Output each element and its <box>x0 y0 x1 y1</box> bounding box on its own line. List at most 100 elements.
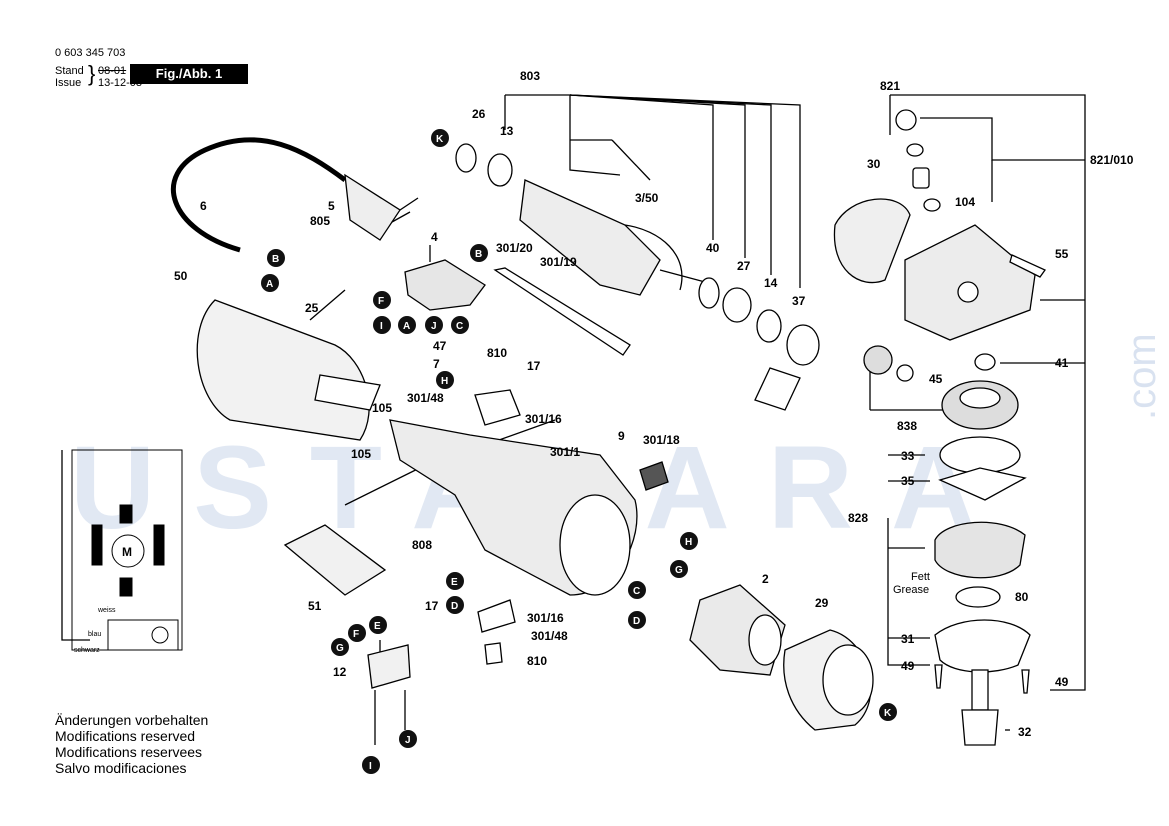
badge-h-switch: H <box>436 371 454 389</box>
label-301-20: 301/20 <box>496 241 533 255</box>
label-49-left: 49 <box>901 659 915 673</box>
connector-badges: K B A B F I A J C H H G C D K E D G F E … <box>261 129 897 774</box>
label-821: 821 <box>880 79 900 93</box>
label-104: 104 <box>955 195 975 209</box>
motor-housing <box>196 299 381 441</box>
svg-text:C: C <box>633 586 640 597</box>
label-29: 29 <box>815 596 829 610</box>
svg-text:I: I <box>369 761 372 772</box>
badge-b-holder: B <box>470 244 488 262</box>
svg-text:C: C <box>456 321 463 332</box>
label-51: 51 <box>308 599 322 613</box>
part-number: 0 603 345 703 <box>55 47 126 59</box>
badge-e-switch: E <box>446 572 464 590</box>
modification-notes: Änderungen vorbehalten Modifications res… <box>55 712 208 776</box>
label-41: 41 <box>1055 356 1069 370</box>
screws-49 <box>934 664 1030 694</box>
label-40: 40 <box>706 241 720 255</box>
filter-block <box>754 367 801 411</box>
svg-text:B: B <box>475 249 482 260</box>
cord-plug <box>344 173 419 241</box>
capacitor-51 <box>283 524 387 596</box>
badge-b-cord: B <box>267 249 285 267</box>
svg-text:G: G <box>336 643 344 654</box>
label-105-lower: 105 <box>351 447 371 461</box>
armature <box>519 179 706 296</box>
label-805: 805 <box>310 214 330 228</box>
label-14: 14 <box>764 276 778 290</box>
brace-symbol: } <box>88 61 96 86</box>
label-fett: Fett <box>911 571 930 583</box>
motor-housing-main <box>389 419 638 596</box>
label-7: 7 <box>433 357 440 371</box>
issue-label: Issue <box>55 77 82 89</box>
note-fr: Modifications reservees <box>55 744 203 760</box>
label-838: 838 <box>897 419 917 433</box>
bevel-gear-small <box>863 345 914 382</box>
badge-j-bottom: J <box>399 730 417 748</box>
svg-text:A: A <box>266 279 273 290</box>
badge-i-bottom: I <box>362 756 380 774</box>
label-grease: Grease <box>893 584 929 596</box>
svg-text:E: E <box>451 577 458 588</box>
svg-text:G: G <box>675 565 683 576</box>
label-808: 808 <box>412 538 432 552</box>
svg-text:F: F <box>378 296 384 307</box>
note-en: Modifications reserved <box>55 728 196 744</box>
label-301-18: 301/18 <box>643 433 680 447</box>
svg-text:I: I <box>380 321 383 332</box>
svg-text:B: B <box>272 254 279 265</box>
label-27: 27 <box>737 259 751 273</box>
wire-weiss: weiss <box>97 607 116 614</box>
label-105-upper: 105 <box>372 401 392 415</box>
label-5: 5 <box>328 199 335 213</box>
spindle-32 <box>961 669 999 746</box>
svg-text:H: H <box>685 537 692 548</box>
air-guide-ring <box>783 629 874 731</box>
switch-parts <box>474 389 521 665</box>
bevel-gear-large <box>941 380 1019 430</box>
badge-d-field: D <box>628 611 646 629</box>
switch-slide <box>639 461 669 491</box>
badge-g-cap: G <box>331 638 349 656</box>
note-es: Salvo modificaciones <box>55 760 187 776</box>
svg-text:H: H <box>441 376 448 387</box>
part-labels: 803 26 13 3/50 821 30 821/010 104 55 6 5… <box>174 69 1134 739</box>
badge-k-top: K <box>431 129 449 147</box>
badge-i-holder: I <box>373 316 391 334</box>
capacitor-12 <box>367 644 411 689</box>
label-13: 13 <box>500 124 514 138</box>
brush-holder <box>404 259 486 311</box>
label-301-1: 301/1 <box>550 445 580 459</box>
svg-text:D: D <box>451 601 458 612</box>
label-30: 30 <box>867 157 881 171</box>
label-50: 50 <box>174 269 188 283</box>
note-de: Änderungen vorbehalten <box>55 712 209 728</box>
badge-k-ring: K <box>879 703 897 721</box>
badge-g-field: G <box>670 560 688 578</box>
badge-h-field: H <box>680 532 698 550</box>
label-4: 4 <box>431 230 438 244</box>
svg-text:E: E <box>374 621 381 632</box>
label-828: 828 <box>848 511 868 525</box>
spindle-cover <box>833 198 911 284</box>
wire-blau: blau <box>88 631 101 638</box>
badge-a-cord: A <box>261 274 279 292</box>
badge-a-holder: A <box>398 316 416 334</box>
label-301-48-bottom: 301/48 <box>531 629 568 643</box>
badge-c-field: C <box>628 581 646 599</box>
label-3-50: 3/50 <box>635 191 659 205</box>
label-301-48-top: 301/48 <box>407 391 444 405</box>
wiring-schematic <box>71 449 183 651</box>
svg-text:J: J <box>431 321 437 332</box>
svg-text:D: D <box>633 616 640 627</box>
label-301-19: 301/19 <box>540 255 577 269</box>
label-31: 31 <box>901 632 915 646</box>
power-cord <box>171 137 347 253</box>
gear-head <box>904 224 1036 341</box>
stand-date: 08-01 <box>98 65 127 77</box>
svg-text:K: K <box>884 708 892 719</box>
bearing-13 <box>455 143 513 187</box>
